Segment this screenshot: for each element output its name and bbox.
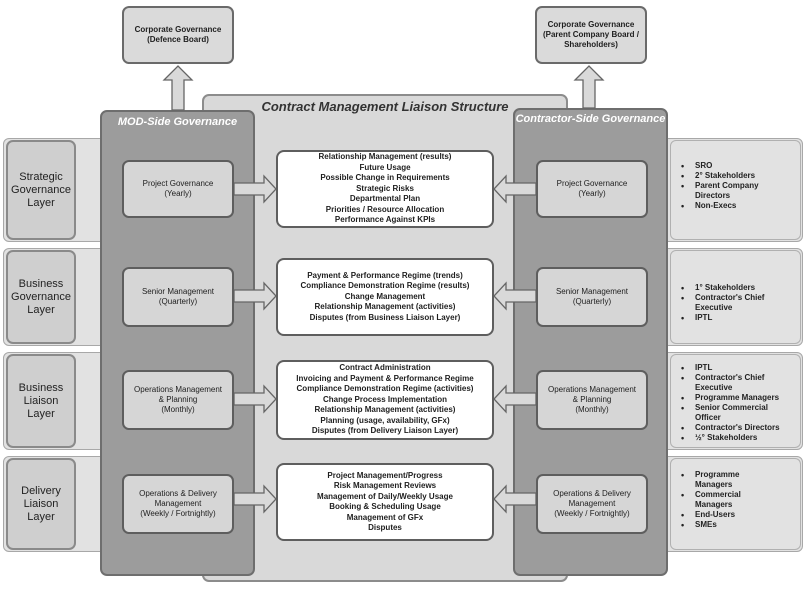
stakeholder-item: IPTL [681,313,800,323]
mod-arrow-business-governance [233,281,277,311]
stakeholder-item: 1° Stakeholders [681,283,800,293]
mod-side-heading: MOD-Side Governance [117,116,238,128]
mod-operations-management-box: Operations Management & Planning (Monthl… [122,370,234,430]
mod-project-governance-box: Project Governance (Yearly) [122,160,234,218]
business-governance-activities-box: Payment & Performance Regime (trends) Co… [276,258,494,336]
mod-corporate-up-arrow [162,65,194,111]
stakeholder-item: Programme Managers [681,393,800,403]
contractor-project-governance-box: Project Governance (Yearly) [536,160,648,218]
strategic-stakeholders-panel: SRO 2° Stakeholders Parent CompanyDirect… [670,140,801,240]
stakeholder-item: Contractor's Directors [681,423,800,433]
stakeholder-item: 2° Stakeholders [681,171,800,181]
contractor-arrow-strategic [493,174,537,204]
diagram-title: Contract Management Liaison Structure [261,99,509,114]
contractor-operations-delivery-box: Operations & Delivery Management (Weekly… [536,474,648,534]
mod-arrow-business-liaison [233,384,277,414]
business-governance-stakeholders-panel: 1° Stakeholders Contractor's ChiefExecut… [670,250,801,344]
contractor-side-heading: Contractor-Side Governance [515,113,666,125]
business-liaison-activities-box: Contract Administration Invoicing and Pa… [276,360,494,440]
mod-corporate-governance-box: Corporate Governance (Defence Board) [122,6,234,64]
contractor-operations-management-box: Operations Management & Planning (Monthl… [536,370,648,430]
contractor-corporate-governance-box: Corporate Governance (Parent Company Boa… [535,6,647,64]
mod-arrow-strategic [233,174,277,204]
contractor-corporate-up-arrow [573,65,605,109]
contractor-senior-management-box: Senior Management (Quarterly) [536,267,648,327]
contractor-arrow-business-liaison [493,384,537,414]
strategic-activities-box: Relationship Management (results) Future… [276,150,494,228]
stakeholder-item: End-Users [681,510,800,520]
mod-senior-management-box: Senior Management (Quarterly) [122,267,234,327]
mod-operations-delivery-box: Operations & Delivery Management (Weekly… [122,474,234,534]
contractor-arrow-business-governance [493,281,537,311]
stakeholder-item: SMEs [681,520,800,530]
stakeholder-item: SRO [681,161,800,171]
stakeholder-item: Non-Execs [681,201,800,211]
mod-arrow-delivery [233,484,277,514]
stakeholder-item: ½° Stakeholders [681,433,800,443]
delivery-activities-box: Project Management/Progress Risk Managem… [276,463,494,541]
stakeholder-item: IPTL [681,363,800,373]
contractor-arrow-delivery [493,484,537,514]
